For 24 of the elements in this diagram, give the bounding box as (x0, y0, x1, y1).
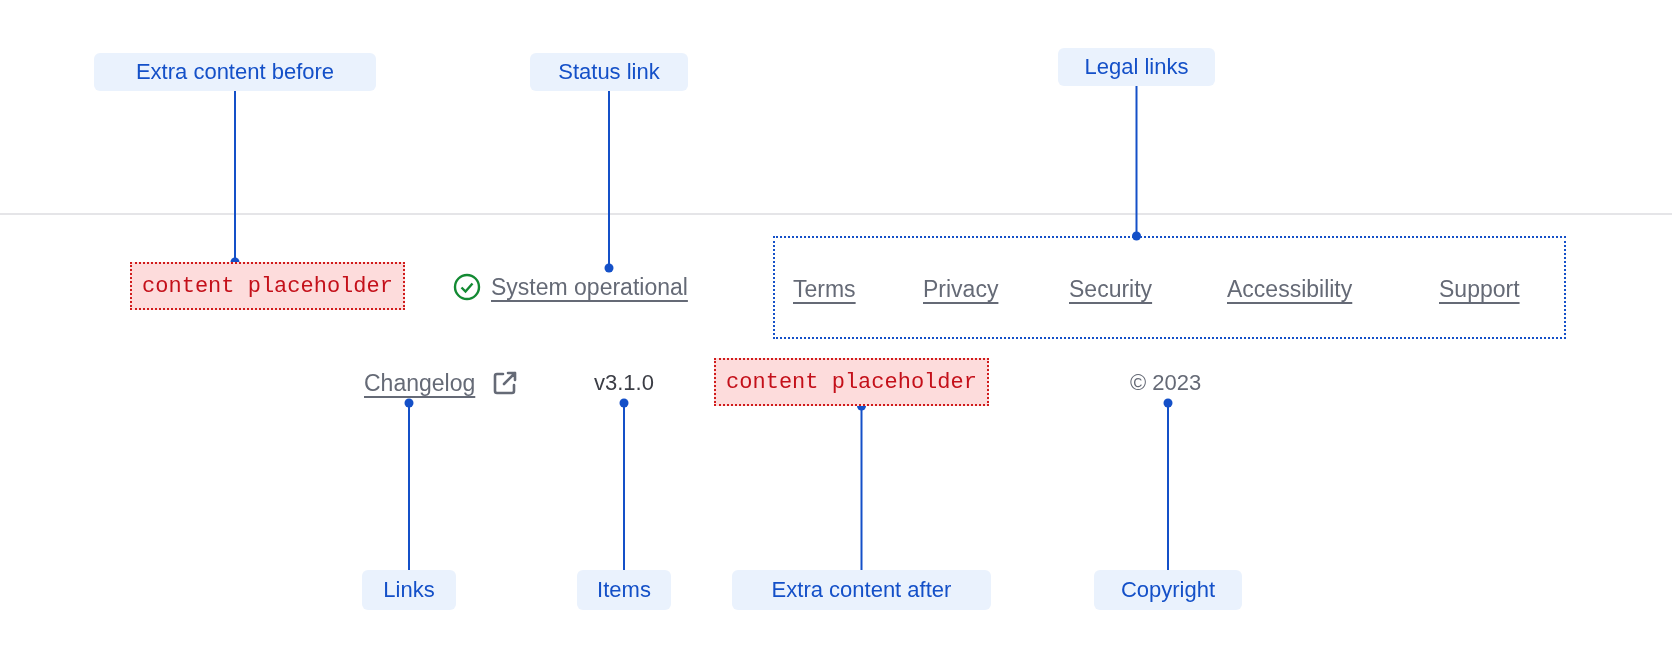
footer-link: Terms (793, 270, 856, 308)
callout-label: Links (362, 570, 456, 610)
copyright-text: © 2023 (1130, 363, 1210, 403)
footer-link: Privacy (923, 270, 999, 308)
placeholder-field: content placeholder (130, 262, 405, 310)
footer-link: Security (1069, 270, 1153, 308)
callout-label: Status link (530, 53, 688, 91)
changelog-link: Changelog (364, 369, 476, 397)
placeholder-field: content placeholder (714, 358, 989, 406)
callout-label: Extra content after (732, 570, 991, 610)
callout-label: Items (577, 570, 671, 610)
leader-line (1163, 398, 1173, 571)
leader-line (1132, 85, 1141, 241)
status-link: System operational (491, 273, 688, 301)
legal-links-group (773, 236, 1566, 339)
callout-label: Copyright (1094, 570, 1242, 610)
leader-line (404, 398, 414, 571)
callout-label: Legal links (1058, 48, 1215, 86)
footer-link: Accessibility (1227, 270, 1353, 308)
footer-link: Support (1439, 270, 1520, 308)
leader-line (604, 90, 614, 273)
callout-label: Extra content before (94, 53, 376, 91)
version-text: v3.1.0 (594, 363, 668, 403)
leader-line (619, 398, 629, 571)
